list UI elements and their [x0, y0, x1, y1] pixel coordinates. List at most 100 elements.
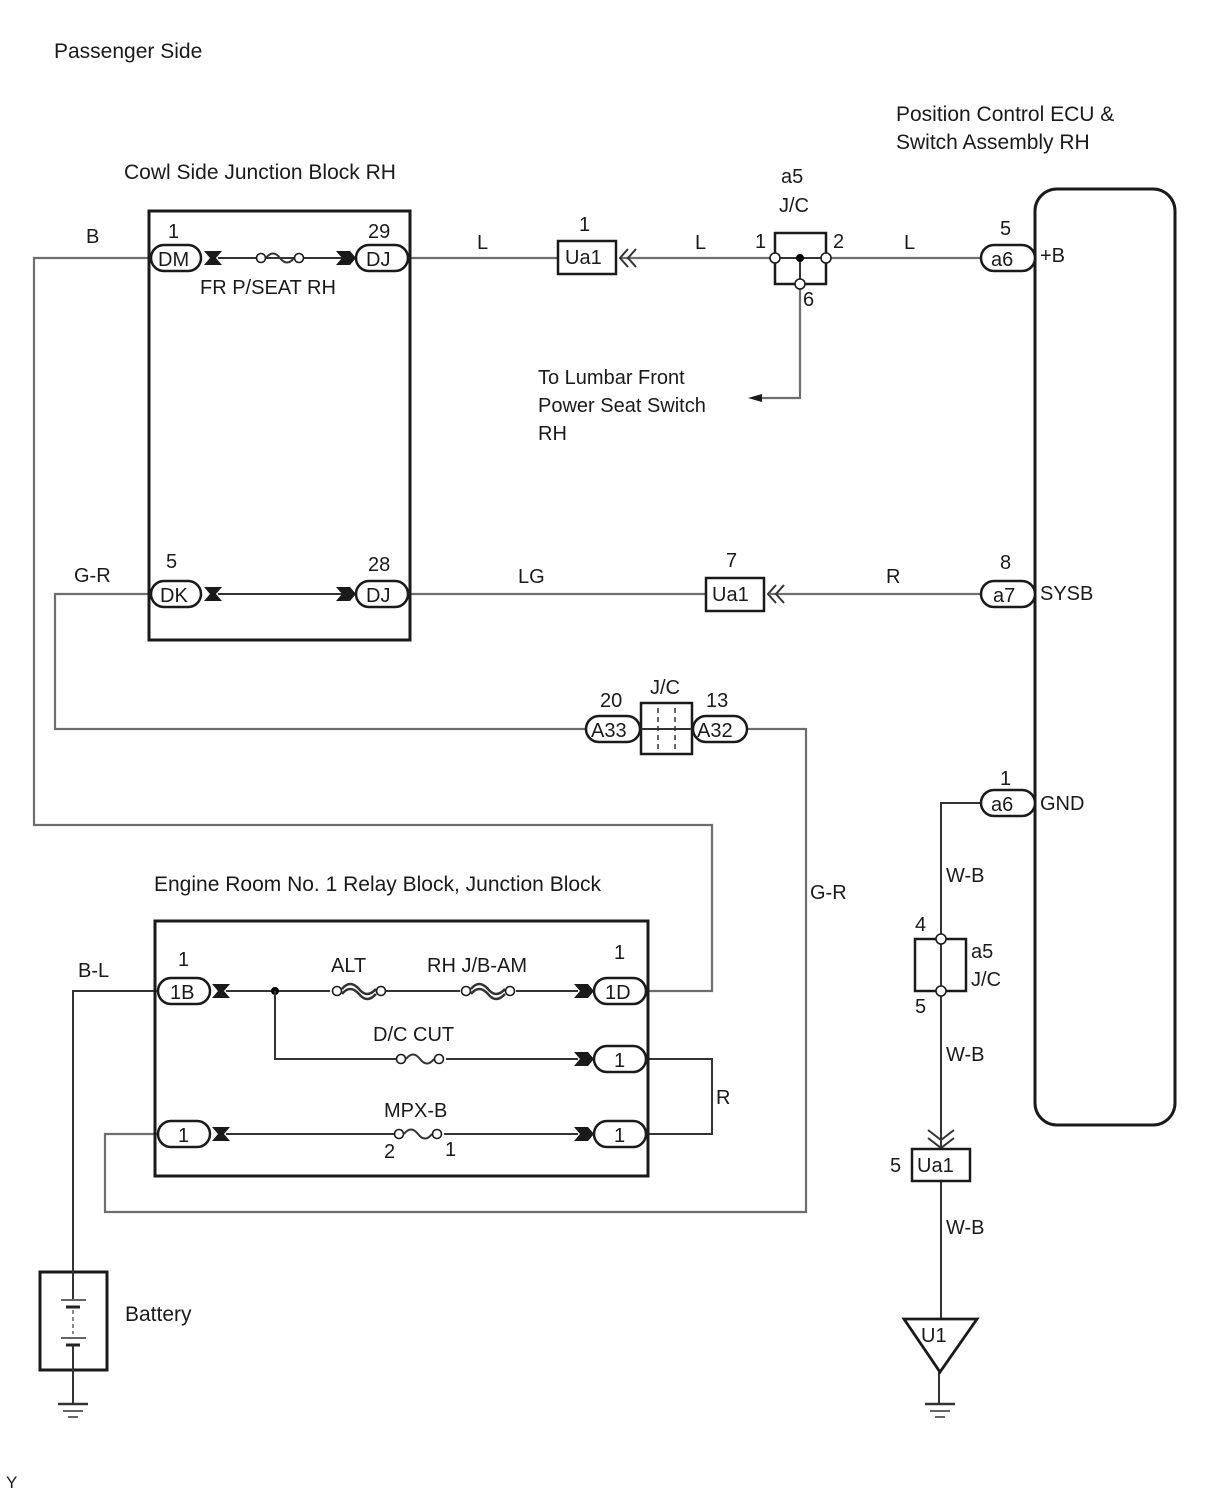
connector-dk-label: DK	[160, 585, 188, 607]
ecu-terminal-gnd: GND	[1040, 793, 1084, 815]
wire-b-l	[72, 990, 158, 1300]
cowl-junction-block: Cowl Side Junction Block RH FR P/SEAT RH…	[124, 161, 412, 642]
connector-a32	[691, 714, 749, 744]
ua1-mid-box	[704, 576, 766, 613]
connector-dj-29-label: DJ	[366, 249, 390, 271]
connector-a6-b-label: a6	[991, 249, 1013, 271]
fuse-dc-cut-icon	[395, 1053, 446, 1065]
wire-label-g-r-1: G-R	[74, 565, 111, 587]
connector-a32-label: A32	[697, 720, 733, 742]
jc-mid-left-pin: 20	[600, 690, 622, 712]
battery: Battery	[38, 1260, 192, 1418]
jc-gnd-pin-bottom: 5	[915, 996, 926, 1018]
ground-point-label: U1	[921, 1325, 947, 1347]
connector-mpx-in	[156, 1119, 212, 1149]
cowl-jb-box	[147, 209, 412, 642]
lumbar-note-line3: RH	[538, 423, 567, 445]
fuse-label-alt: ALT	[331, 955, 366, 977]
fuse-fr-pseat-icon	[255, 252, 305, 264]
wire-label-w-b-3: W-B	[946, 1217, 985, 1239]
pin-dk: 5	[166, 551, 177, 573]
ecu-title-line1: Position Control ECU &	[896, 103, 1114, 126]
wire-label-lg: LG	[518, 566, 545, 588]
wire-r-2	[648, 1058, 713, 1135]
female-terminal-icon	[212, 984, 230, 998]
connector-ua1-top: 1 Ua1	[556, 214, 637, 276]
connector-dm	[149, 243, 203, 273]
footer-mark: Y	[6, 1473, 17, 1492]
connector-1d	[592, 976, 648, 1006]
connector-mpx-in-label: 1	[178, 1125, 189, 1147]
connector-a7	[979, 579, 1037, 609]
connector-a33-label: A33	[591, 720, 627, 742]
battery-cell-icon	[61, 1299, 86, 1372]
jc-mid-right-pin: 13	[706, 690, 728, 712]
jc-gnd-label: J/C	[971, 969, 1001, 991]
battery-label: Battery	[125, 1303, 192, 1326]
ground-point-triangle-icon	[901, 1317, 980, 1375]
fusible-link-rh-jb-am-icon	[460, 982, 516, 1001]
wire-g-r-2	[103, 727, 808, 1214]
jc-gnd-pin-top: 4	[915, 914, 926, 936]
ecu-pin-sysb: 8	[1000, 552, 1011, 574]
lumbar-note: To Lumbar Front Power Seat Switch RH	[538, 367, 762, 445]
engine-rb-dc-branch	[274, 991, 578, 1060]
wire-label-w-b-1: W-B	[946, 865, 985, 887]
jc-top-pin-bottom: 6	[803, 289, 814, 311]
connector-dk	[149, 579, 203, 609]
splice-dot-icon	[796, 254, 804, 262]
fuse-mpx-b-icon	[393, 1128, 444, 1140]
female-terminal-icon	[204, 251, 222, 265]
jc-top-pin6-icon	[794, 278, 806, 290]
engine-rb-title: Engine Room No. 1 Relay Block, Junction …	[154, 873, 602, 896]
junction-connector-middle: J/C 20 13 A33 A32	[584, 677, 749, 756]
ua1-gnd-box	[910, 1147, 972, 1183]
connector-dc-out-label: 1	[614, 1050, 625, 1072]
lumbar-note-line2: Power Seat Switch	[538, 395, 706, 417]
connector-a7-label: a7	[993, 585, 1015, 607]
connector-1b	[156, 976, 212, 1006]
wire-b	[32, 256, 714, 993]
ua1-top-box	[556, 239, 618, 276]
junction-connector-a5-top: a5 J/C 1 2 6	[755, 166, 844, 311]
female-terminal-icon	[212, 1127, 230, 1141]
connector-dj-28-label: DJ	[366, 585, 390, 607]
connector-a6-gnd	[979, 788, 1037, 818]
ua1-mid-pin: 7	[726, 550, 737, 572]
jc-mid-label: J/C	[650, 677, 680, 699]
connector-1d-label: 1D	[605, 982, 631, 1004]
fuse-label-fr-pseat: FR P/SEAT RH	[200, 277, 336, 299]
connector-1b-label: 1B	[170, 982, 194, 1004]
jc-top-pin-left: 1	[755, 231, 766, 253]
connector-dj-28	[354, 579, 410, 609]
wire-label-r-1: R	[886, 566, 900, 588]
position-control-ecu: Position Control ECU & Switch Assembly R…	[896, 103, 1177, 1127]
connector-mpx-out	[592, 1119, 648, 1149]
ecu-terminal-b: +B	[1040, 245, 1065, 267]
ecu-pin-b: 5	[1000, 218, 1011, 240]
connector-dj-29	[354, 243, 410, 273]
male-terminal-icon	[336, 251, 356, 265]
wire-label-w-b-2: W-B	[946, 1044, 985, 1066]
wire-label-b-l: B-L	[78, 960, 109, 982]
ecu-pin-gnd: 1	[1000, 768, 1011, 790]
female-terminal-icon	[204, 587, 222, 601]
wire-label-b: B	[86, 226, 99, 248]
connector-dm-label: DM	[158, 249, 189, 271]
pin-dm: 1	[168, 221, 179, 243]
fuse-label-rh-jb-am: RH J/B-AM	[427, 955, 527, 977]
jc-top-pin-right: 2	[833, 231, 844, 253]
wires	[32, 256, 982, 1404]
diagram-title: Passenger Side	[54, 40, 202, 63]
ground-symbol-icon	[58, 1402, 88, 1418]
connector-ua1-gnd: Ua1 5	[890, 1129, 972, 1183]
mpx-pin-left: 2	[384, 1141, 395, 1163]
male-terminal-icon	[336, 587, 356, 601]
wire-label-l-3: L	[904, 232, 915, 254]
inline-connector-icon	[766, 584, 785, 604]
fuse-label-dc-cut: D/C CUT	[373, 1024, 454, 1046]
arrow-left-icon	[748, 394, 762, 402]
pin-dj-29: 29	[368, 221, 390, 243]
ua1-gnd-pin: 5	[890, 1155, 901, 1177]
